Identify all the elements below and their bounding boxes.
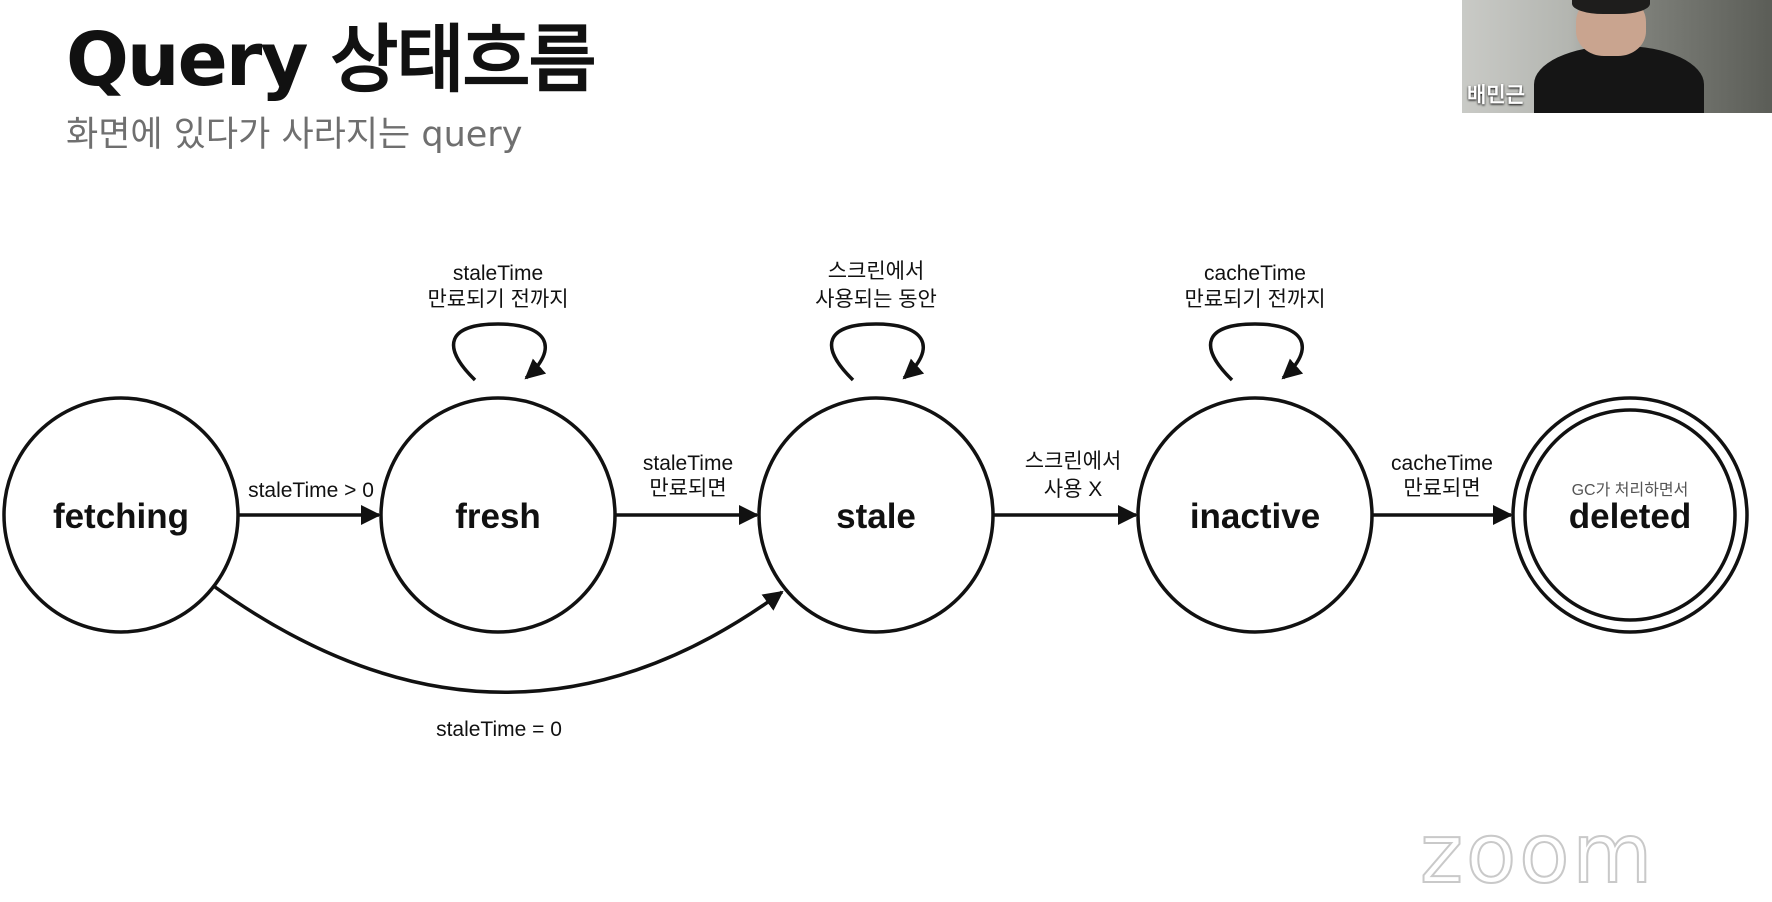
state-deleted-outer-circle: [1511, 396, 1749, 634]
participant-hair: [1572, 0, 1650, 14]
loop-stale-label-line2: 사용되는 동안: [815, 288, 937, 311]
loop-fresh-label-line2: 만료되기 전까지: [427, 288, 568, 311]
loop-inactive-label-line2: 만료되기 전까지: [1184, 288, 1325, 311]
participant-name: 배민근: [1467, 83, 1525, 107]
transition-fresh-stale-label-line1: staleTime: [643, 452, 733, 475]
transition-fetching-stale-label: staleTime = 0: [436, 718, 562, 741]
transition-fresh-stale-label-line2: 만료되면: [649, 477, 726, 500]
loop-fresh: [451, 322, 547, 382]
loop-inactive: [1208, 322, 1304, 382]
loop-inactive-label-line1: cacheTime: [1204, 262, 1306, 285]
state-fetching-label: fetching: [53, 497, 189, 536]
transition-inactive-deleted-label-line1: cacheTime: [1391, 452, 1493, 475]
state-stale-label: stale: [836, 497, 916, 536]
transition-stale-inactive-label-line1: 스크린에서: [1025, 450, 1122, 473]
state-inactive-label: inactive: [1190, 497, 1320, 536]
state-deleted-note: GC가 처리하면서: [1572, 481, 1689, 499]
transition-stale-inactive-label-line2: 사용 X: [1044, 478, 1102, 501]
state-deleted-label: deleted: [1569, 497, 1692, 536]
state-diagram: fetching fresh stale inactive deleted GC…: [2, 260, 1749, 741]
slide-subtitle: 화면에 있다가 사라지는 query: [66, 115, 523, 155]
participant-video-tile[interactable]: 배민근: [1462, 0, 1772, 113]
loop-fresh-label-line1: staleTime: [453, 262, 543, 285]
state-fresh-label: fresh: [455, 497, 541, 536]
arrow-fetching-to-stale: [213, 585, 784, 694]
participant-body: [1534, 46, 1704, 113]
transition-fetching-fresh-label: staleTime > 0: [248, 479, 374, 502]
transition-inactive-deleted-label-line2: 만료되면: [1403, 477, 1480, 500]
state-deleted-inner-circle: [1523, 408, 1737, 622]
loop-stale: [829, 322, 925, 382]
loop-stale-label-line1: 스크린에서: [828, 260, 925, 283]
zoom-watermark-logo: zoom: [1419, 807, 1656, 902]
slide-title: Query 상태흐름: [66, 17, 597, 103]
